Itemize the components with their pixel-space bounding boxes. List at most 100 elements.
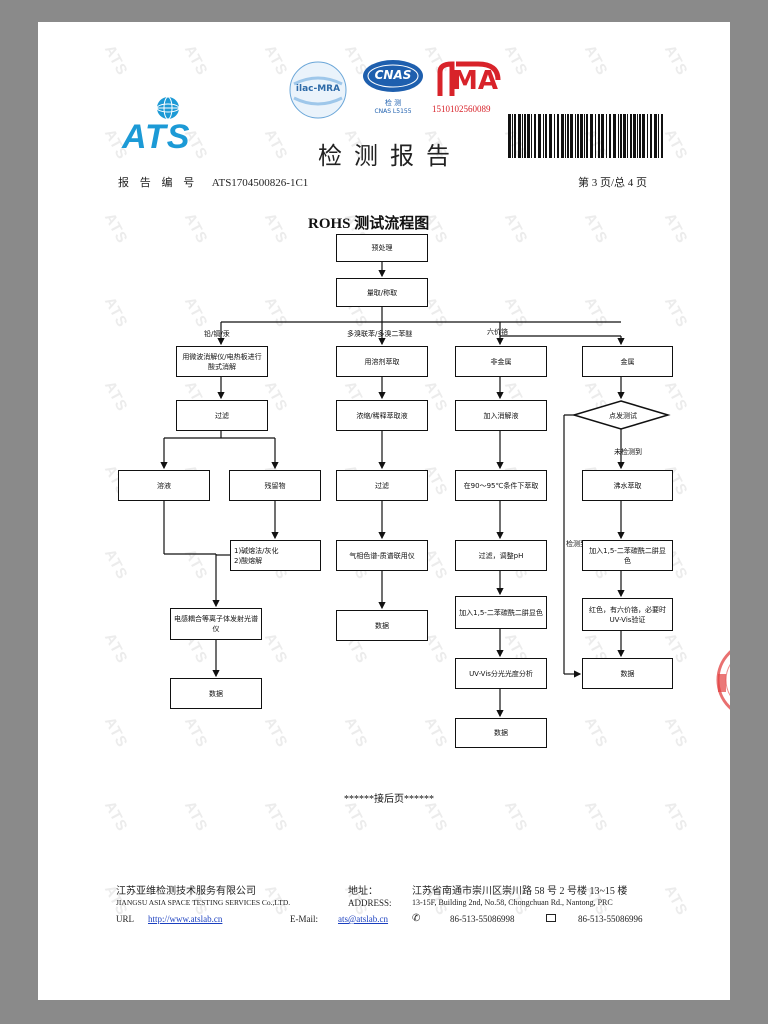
report-no-value: ATS1704500826-1C1 <box>211 177 309 189</box>
barcode-bar <box>575 114 576 158</box>
barcode-bar <box>549 114 552 158</box>
cma-number: 151010256008​9 <box>432 104 491 114</box>
barcode-bar <box>580 114 583 158</box>
page-info: 第 3 页/总 4 页 <box>578 177 648 189</box>
cnas-logo: CNAS 检 测 CNAS L5155 <box>358 58 428 122</box>
barcode-bar <box>584 114 585 158</box>
spot-test-label: 点发测试 <box>609 412 637 420</box>
branch-lead: 铅/镉/汞 <box>204 330 230 338</box>
cnas-sub2: CNAS L5155 <box>374 108 412 115</box>
barcode-bar <box>531 114 532 158</box>
barcode-bar <box>650 114 652 158</box>
node-solvent-extract: 用溶剂萃取 <box>336 346 428 377</box>
report-no-label: 报 告 编 号 <box>118 177 199 189</box>
barcode-bar <box>561 114 564 158</box>
barcode-bar <box>567 114 569 158</box>
cnas-logo-text: CNAS <box>374 68 412 82</box>
label-detected: 检测到 <box>566 539 587 549</box>
barcode-bar <box>577 114 579 158</box>
node-heat-extract: 在90～95℃条件下萃取 <box>455 470 547 501</box>
barcode-bar <box>630 114 632 158</box>
barcode-bar <box>598 114 600 158</box>
node-gcms: 气相色谱-质谱联用仪 <box>336 540 428 571</box>
barcode-bar <box>609 114 611 158</box>
node-boil-extract: 沸水萃取 <box>582 470 673 501</box>
node-dpc-1: 加入1,5-二苯碳酰二肼显色 <box>455 596 547 629</box>
barcode-bar <box>633 114 636 158</box>
barcode-bar <box>514 114 516 158</box>
flowchart-title: ROHS 测试流程图 <box>308 216 430 232</box>
barcode-bar <box>554 114 555 158</box>
cma-emblem-icon <box>437 61 501 96</box>
node-residue: 残留物 <box>229 470 321 501</box>
barcode-bar <box>637 114 638 158</box>
barcode-bar <box>623 114 626 158</box>
node-data-2: 数据 <box>336 610 428 641</box>
barcode-bar <box>590 114 593 158</box>
node-icp: 电感耦合等离子体发射光谱仪 <box>170 608 262 640</box>
label-not-detected: 未检测到 <box>614 448 642 456</box>
node-add-digest: 加入消解液 <box>455 400 547 431</box>
report-number-row: 报 告 编 号 ATS1704500826-1C1 <box>118 174 308 190</box>
barcode-bar <box>595 114 596 158</box>
barcode-bar <box>642 114 645 158</box>
continued-note: ******接后页****** <box>344 794 434 805</box>
barcode-bar <box>661 114 663 158</box>
barcode-bar <box>508 114 511 158</box>
node-filter-ph: 过滤，调整pH <box>455 540 547 571</box>
ilac-label: ilac-MRA <box>295 84 341 94</box>
barcode-bar <box>518 114 521 158</box>
barcode-bar <box>586 114 588 158</box>
node-nonmetal: 非金属 <box>455 346 547 377</box>
barcode-bar <box>620 114 622 158</box>
node-alkali-fusion: 1)碱熔法/灰化 2)酸熔解 <box>230 540 321 571</box>
spot-test-diamond <box>571 400 671 430</box>
barcode-bar <box>654 114 657 158</box>
barcode-bar <box>527 114 530 158</box>
cma-logo: MA 151010256008​9 <box>432 60 502 120</box>
ats-logo-text: ATS <box>122 118 191 156</box>
node-acid-digest: 用微波消解仪/电热板进行酸式消解 <box>176 346 268 377</box>
node-data-1: 数据 <box>170 678 262 709</box>
ats-logo: ATS <box>122 96 222 156</box>
node-verify: 红色，有六价铬，必要时UV-Vis验证 <box>582 598 673 631</box>
node-solution: 溶液 <box>118 470 210 501</box>
cnas-sub1: 检 测 <box>384 99 402 107</box>
barcode-bar <box>606 114 607 158</box>
node-weigh: 量取/称取 <box>336 278 428 307</box>
barcode-bar <box>522 114 523 158</box>
node-filter-2: 过滤 <box>336 470 428 501</box>
node-data-4: 数据 <box>582 658 673 689</box>
barcode-bar <box>639 114 641 158</box>
branch-cr6: 六价铬 <box>487 328 508 336</box>
barcode-bar <box>557 114 559 158</box>
ilac-mra-logo: ilac-MRA <box>288 60 348 120</box>
node-uvvis: UV-Vis分光光度分析 <box>455 658 547 689</box>
flowchart-connectors <box>160 262 671 718</box>
barcode-bar <box>543 114 544 158</box>
node-pretreatment: 预处理 <box>336 234 428 262</box>
official-seal-edge <box>716 628 730 732</box>
globe-icon <box>156 96 180 120</box>
barcode-bar <box>512 114 513 158</box>
barcode-bar <box>627 114 628 158</box>
barcode-bar <box>545 114 547 158</box>
barcode-bar <box>613 114 616 158</box>
node-dpc-2: 加入1,5-二苯碳酰二肼显色 <box>582 540 673 571</box>
node-concentrate: 浓缩/稀释萃取液 <box>336 400 428 431</box>
node-metal: 金属 <box>582 346 673 377</box>
barcode-bar <box>658 114 659 158</box>
report-title: 检测报告 <box>318 144 462 170</box>
barcode-bar <box>601 114 604 158</box>
barcode-bar <box>565 114 566 158</box>
branch-pbb: 多溴联苯/多溴二苯醚 <box>347 330 413 338</box>
barcode-bar <box>538 114 541 158</box>
barcode <box>506 114 666 158</box>
node-data-3: 数据 <box>455 718 547 748</box>
barcode-bar <box>570 114 573 158</box>
barcode-bar <box>534 114 536 158</box>
cma-logo-text: MA <box>452 66 498 96</box>
barcode-bar <box>524 114 526 158</box>
barcode-bar <box>618 114 619 158</box>
